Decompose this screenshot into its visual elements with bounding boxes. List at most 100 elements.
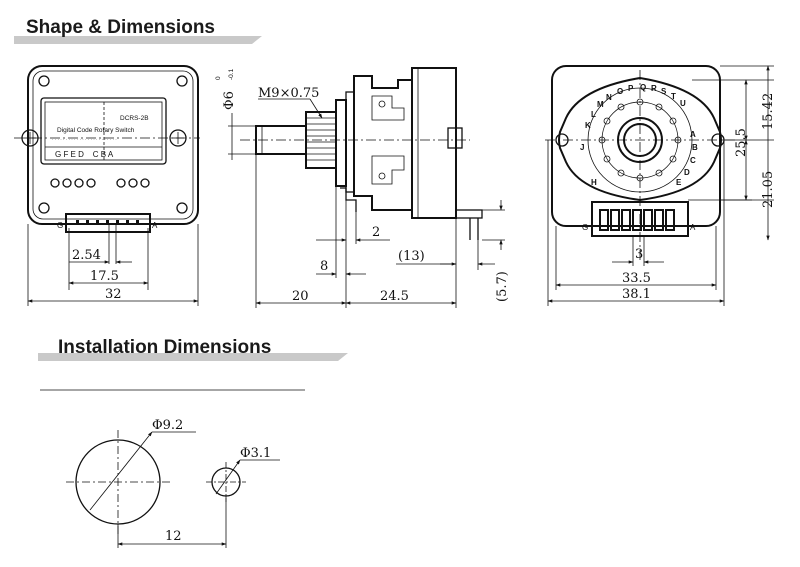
dial-letter-e: E — [676, 178, 682, 187]
heading-shape-text: Shape & Dimensions — [26, 17, 215, 38]
heading-install-text: Installation Dimensions — [58, 337, 271, 358]
dial-letters: N O P Q R S T U M L K J A B C D E H — [580, 83, 698, 187]
back-pin-g: G — [582, 223, 588, 232]
tol-upper: 0 — [215, 76, 222, 80]
code-letters: G F E D C B A — [55, 150, 114, 159]
led-2 — [62, 178, 72, 188]
dial-letter-l: L — [591, 110, 596, 119]
led-6 — [128, 178, 138, 188]
mounting-nut — [335, 99, 347, 187]
dim-25-5: 25.5 — [720, 65, 774, 241]
pcb-body — [411, 67, 457, 219]
corner-hole-bl — [38, 202, 50, 214]
corner-hole-br — [176, 202, 188, 214]
side-view: Φ6 0 -0.1 M9×0.75 — [215, 67, 510, 308]
dim-25-5-text: 25.5 — [734, 128, 749, 157]
dim-38-1-text: 38.1 — [622, 287, 651, 302]
dial-letter-n: N — [606, 93, 612, 102]
dial-letter-r: R — [651, 84, 657, 93]
dial-letter-h: H — [591, 178, 597, 187]
dial-letter-j: J — [580, 143, 584, 152]
dim-38-1: 38.1 — [547, 140, 725, 306]
dim-3: 3 — [612, 236, 664, 266]
dial-letter-q: Q — [640, 83, 646, 92]
installation-view: Φ9.2 Φ3.1 12 — [40, 389, 305, 548]
heading-installation-dimensions: Installation Dimensions — [38, 337, 348, 361]
dim-33-5: 33.5 — [555, 226, 717, 290]
back-connector — [591, 201, 689, 237]
corner-hole-tr — [176, 75, 188, 87]
dial-letter-s: S — [661, 87, 667, 96]
dim-width-text: 32 — [105, 287, 122, 302]
label-window — [40, 97, 167, 165]
led-5 — [116, 178, 126, 188]
rear-boss — [447, 127, 463, 149]
front-body-outline — [27, 65, 199, 225]
housing-detail-top — [371, 95, 405, 121]
side-pins-bar — [455, 209, 483, 219]
model-label: DCRS-2B — [120, 115, 149, 122]
dim-2-text: 2 — [372, 225, 380, 240]
dial-letter-o: O — [617, 87, 623, 96]
led-4 — [86, 178, 96, 188]
thread-label: M9×0.75 — [258, 86, 319, 101]
dim-width: 32 — [27, 224, 199, 306]
dim-20-24-5: 20 24.5 — [255, 154, 457, 308]
led-1 — [50, 178, 60, 188]
dial-contacts — [598, 98, 682, 182]
hole-large-label: Φ9.2 — [152, 418, 183, 433]
hole-small-leader — [215, 459, 241, 495]
led-7 — [140, 178, 150, 188]
heading-underline-bar — [14, 36, 262, 44]
front-connector — [65, 213, 151, 233]
spec-fine-print: · · · · · · · · · · · · · · · · · · · · … — [52, 137, 117, 142]
dim-33-5-text: 33.5 — [622, 271, 651, 286]
front-pins — [76, 220, 139, 264]
dim-8-text: 8 — [320, 259, 328, 274]
led-3 — [74, 178, 84, 188]
dim-24-5-text: 24.5 — [380, 289, 409, 304]
panel-plate — [345, 91, 355, 193]
housing-detail-bottom — [371, 155, 405, 185]
front-pin-a: A — [152, 221, 158, 230]
dim-21-05-text: 21.05 — [761, 171, 776, 208]
dial-letter-d: D — [684, 168, 690, 177]
hole-spacing-label: 12 — [165, 529, 182, 544]
dim-pins-text: 17.5 — [90, 269, 119, 284]
dial-letter-u: U — [680, 99, 686, 108]
dim-3-text: 3 — [635, 247, 643, 262]
back-pins — [599, 209, 675, 231]
dim-5-7: (5.7) — [482, 200, 510, 302]
dim-15-42-text: 15.42 — [761, 93, 776, 130]
hole-small-label: Φ3.1 — [240, 446, 271, 461]
label-panel — [44, 101, 163, 161]
dim-8: 8 — [316, 186, 366, 278]
tol-lower: -0.1 — [228, 68, 235, 80]
shaft-diameter-label: Φ6 — [222, 91, 237, 110]
back-pin-a: A — [690, 223, 696, 232]
thread-lines — [306, 117, 336, 161]
heading-shape-dimensions: Shape & Dimensions — [14, 17, 262, 44]
dial-letter-k: K — [585, 121, 591, 130]
dim-pins: 17.5 — [68, 269, 149, 285]
dim-21-05: 21.05 — [688, 139, 776, 208]
dial-letter-b: B — [692, 143, 698, 152]
dial-letter-t: T — [671, 92, 676, 101]
dim-2: 2 — [316, 196, 390, 244]
dial-letter-c: C — [690, 156, 696, 165]
dial-letter-a: A — [690, 130, 696, 139]
heading-underline-bar-2 — [38, 353, 348, 361]
hole-large-leader — [89, 431, 153, 511]
dim-pitch-text: 2.54 — [72, 248, 101, 263]
dial-letter-m: M — [597, 100, 604, 109]
dim-20-text: 20 — [292, 289, 309, 304]
corner-hole-tl — [38, 75, 50, 87]
dim-pitch: 2.54 — [68, 228, 149, 290]
front-body-inner — [32, 70, 194, 220]
product-label: Digital Code Rotary Switch — [57, 127, 135, 134]
front-view: DCRS-2B Digital Code Rotary Switch · · ·… — [14, 65, 200, 306]
dim-13-text: (13) — [398, 249, 425, 264]
back-view: N O P Q R S T U M L K J A B C D E H G A — [545, 65, 776, 306]
dim-5-7-text: (5.7) — [495, 271, 510, 302]
